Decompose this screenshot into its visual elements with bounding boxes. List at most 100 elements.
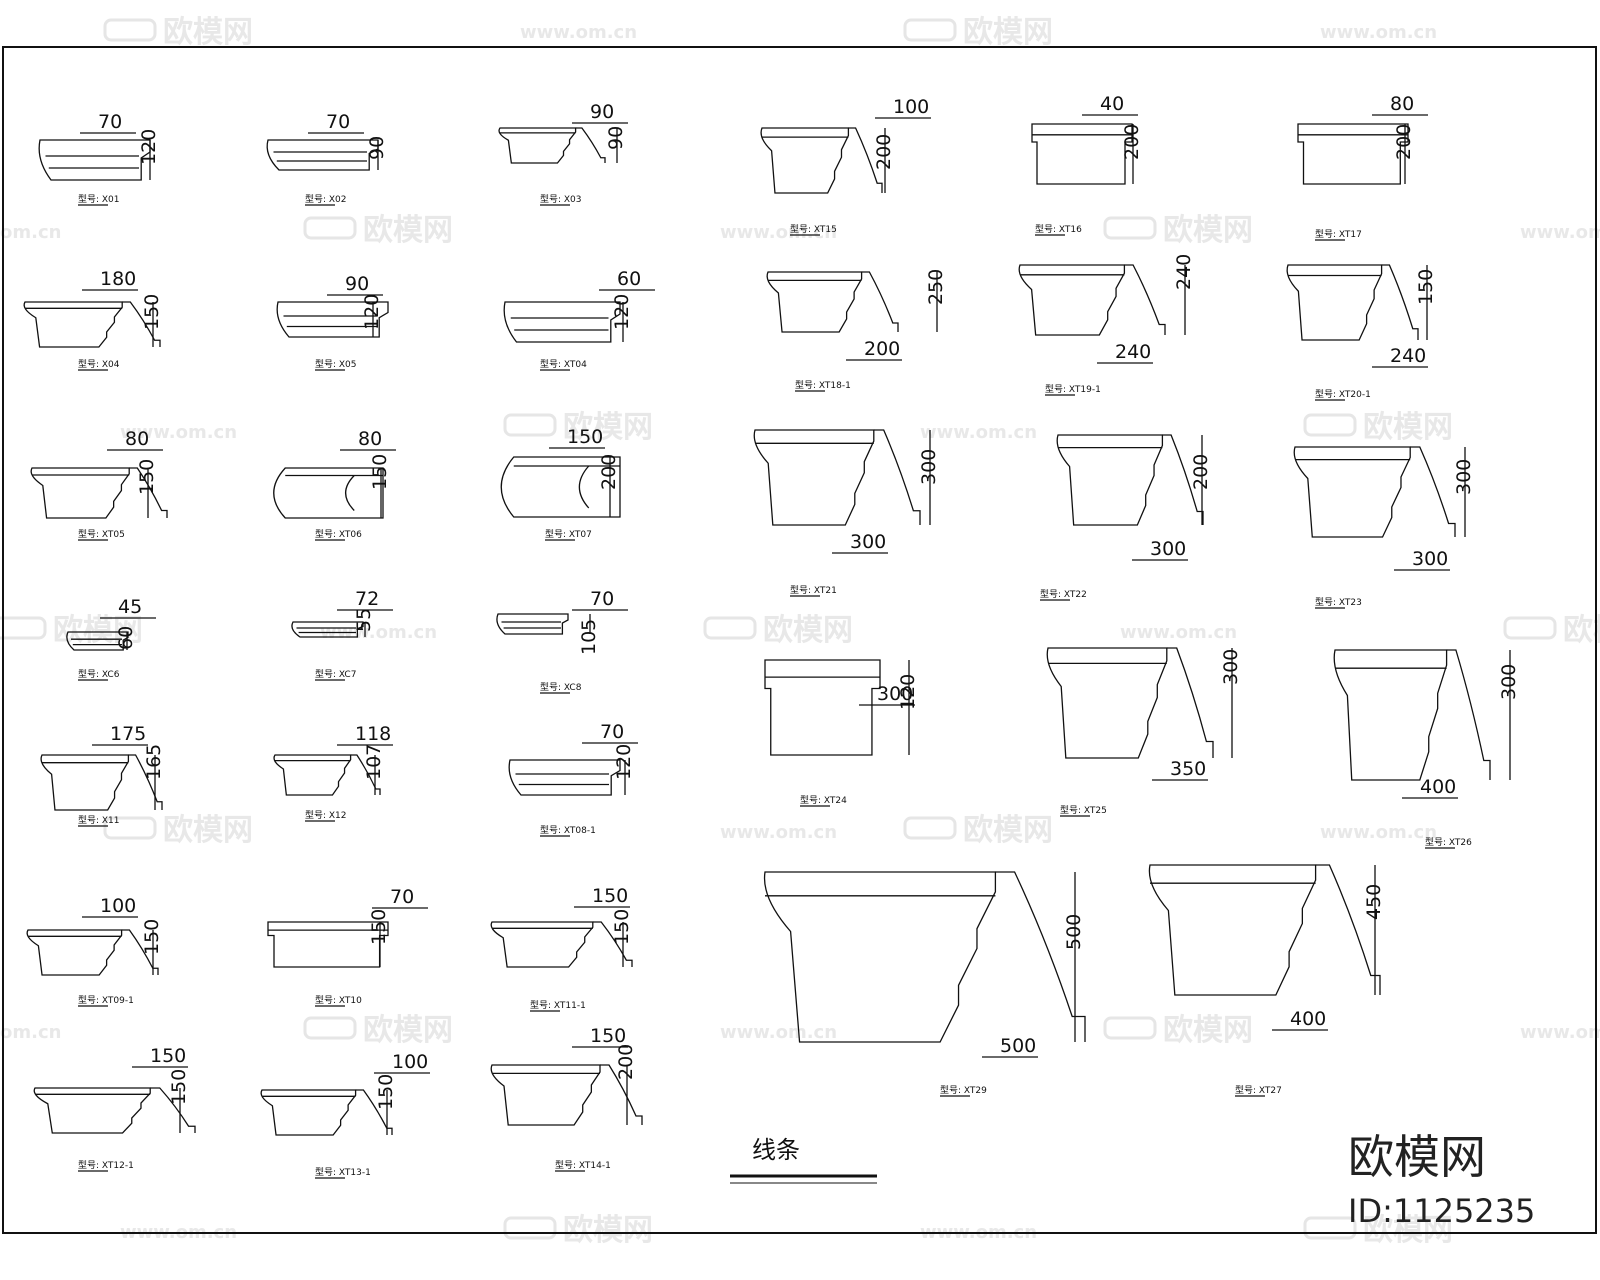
watermark-logo: 欧模网 [1503, 613, 1600, 648]
profile-outline [503, 301, 621, 343]
model-label: 型号: XT16 [1035, 224, 1082, 235]
dimension-side: 450 [1363, 884, 1385, 920]
watermark-url: www.om.cn [720, 222, 837, 243]
watermark-logo: 欧模网 [503, 410, 653, 445]
dimension-side: 90 [366, 136, 388, 160]
model-label: 型号: XT13-1 [315, 1167, 371, 1178]
dimension-top: 72 [355, 588, 379, 610]
dimension-side: 150 [1415, 269, 1437, 305]
dimension-top: 118 [355, 723, 391, 745]
profile-outline [276, 301, 389, 338]
model-label: 型号: XT24 [800, 795, 847, 806]
svg-text:欧模网: 欧模网 [763, 613, 853, 648]
drawing-title: 线条 [752, 1136, 800, 1164]
dimension-top: 70 [390, 886, 414, 908]
dimension-side: 300 [1453, 459, 1475, 495]
watermark-url: www.om.cn [120, 422, 237, 443]
watermark-logo: 欧模网 [103, 813, 253, 848]
dimension-top: 400 [1420, 776, 1456, 798]
profile-outline [490, 1064, 601, 1126]
svg-text:欧模网: 欧模网 [363, 1013, 453, 1048]
dimension-top: 240 [1390, 345, 1426, 367]
dimension-top: 400 [1290, 1008, 1326, 1030]
model-label: 型号: XT15 [790, 224, 837, 235]
dimension-side: 105 [578, 619, 600, 655]
model-label: 型号: XT18-1 [795, 380, 851, 391]
dimension-side: 150 [141, 294, 163, 330]
watermark-layer: 欧模网欧模网欧模网欧模网欧模网欧模网欧模网欧模网欧模网欧模网欧模网欧模网欧模网欧… [0, 15, 1600, 1248]
svg-text:欧模网: 欧模网 [1163, 1013, 1253, 1048]
dimension-top: 70 [98, 111, 122, 133]
profile-outline [26, 929, 123, 976]
model-label: 型号: XT06 [315, 529, 362, 540]
profile-outline [38, 139, 151, 181]
model-label: 型号: XT07 [545, 529, 592, 540]
model-label: 型号: XT09-1 [78, 995, 134, 1006]
watermark-logo: 欧模网 [1103, 213, 1253, 248]
dimension-top: 70 [326, 111, 350, 133]
profile-drawing: 400 450 型号: XT27 [1148, 864, 1385, 1097]
profile-drawing: 100 200 型号: XT15 [760, 96, 931, 236]
dimension-top: 70 [590, 588, 614, 610]
profile-outline [291, 621, 364, 638]
dimension-top: 300 [877, 683, 913, 705]
model-label: 型号: XT05 [78, 529, 125, 540]
watermark-logo: 欧模网 [1303, 410, 1453, 445]
dimension-side: 120 [613, 744, 635, 780]
profile-outline [273, 467, 384, 519]
drawing-frame [2, 46, 1597, 1234]
watermark-logo: 欧模网 [1103, 1013, 1253, 1048]
watermark-url: www.om.cn [1320, 822, 1437, 843]
watermark-url: om.cn [0, 222, 61, 243]
dimension-side: 200 [1190, 454, 1212, 490]
model-label: 型号: XT17 [1315, 229, 1362, 240]
profile-outline [763, 871, 997, 1043]
dimension-side: 240 [1173, 254, 1195, 290]
profile-outline [508, 759, 621, 796]
dimension-top: 80 [358, 428, 382, 450]
model-label: 型号: XT11-1 [530, 1000, 586, 1011]
dimension-side: 200 [873, 134, 895, 170]
dimension-side: 250 [925, 269, 947, 305]
model-label: 型号: X01 [78, 194, 120, 205]
dimension-side: 500 [1063, 914, 1085, 950]
profile-outline [496, 613, 569, 635]
dimension-side: 300 [1220, 649, 1242, 685]
brand-logo-text: 欧模网 [1348, 1130, 1486, 1184]
dimension-top: 90 [590, 101, 614, 123]
svg-text:欧模网: 欧模网 [363, 213, 453, 248]
svg-text:欧模网: 欧模网 [1363, 410, 1453, 445]
dimension-side: 120 [611, 294, 633, 330]
model-label: 型号: XT29 [940, 1085, 987, 1096]
dimension-side: 150 [375, 1074, 397, 1110]
dimension-top: 350 [1170, 758, 1206, 780]
dimension-top: 240 [1115, 341, 1151, 363]
dimension-top: 80 [125, 428, 149, 450]
dimension-side: 150 [168, 1069, 190, 1105]
dimension-side: 150 [369, 454, 391, 490]
watermark-url: www.om.cn [920, 422, 1037, 443]
dimension-top: 150 [592, 885, 628, 907]
dimension-side: 300 [1498, 664, 1520, 700]
model-label: 型号: XT21 [790, 585, 837, 596]
dimension-top: 100 [893, 96, 929, 118]
model-label: 型号: XT27 [1235, 1085, 1282, 1096]
dimension-top: 150 [150, 1045, 186, 1067]
dimension-top: 150 [567, 426, 603, 448]
